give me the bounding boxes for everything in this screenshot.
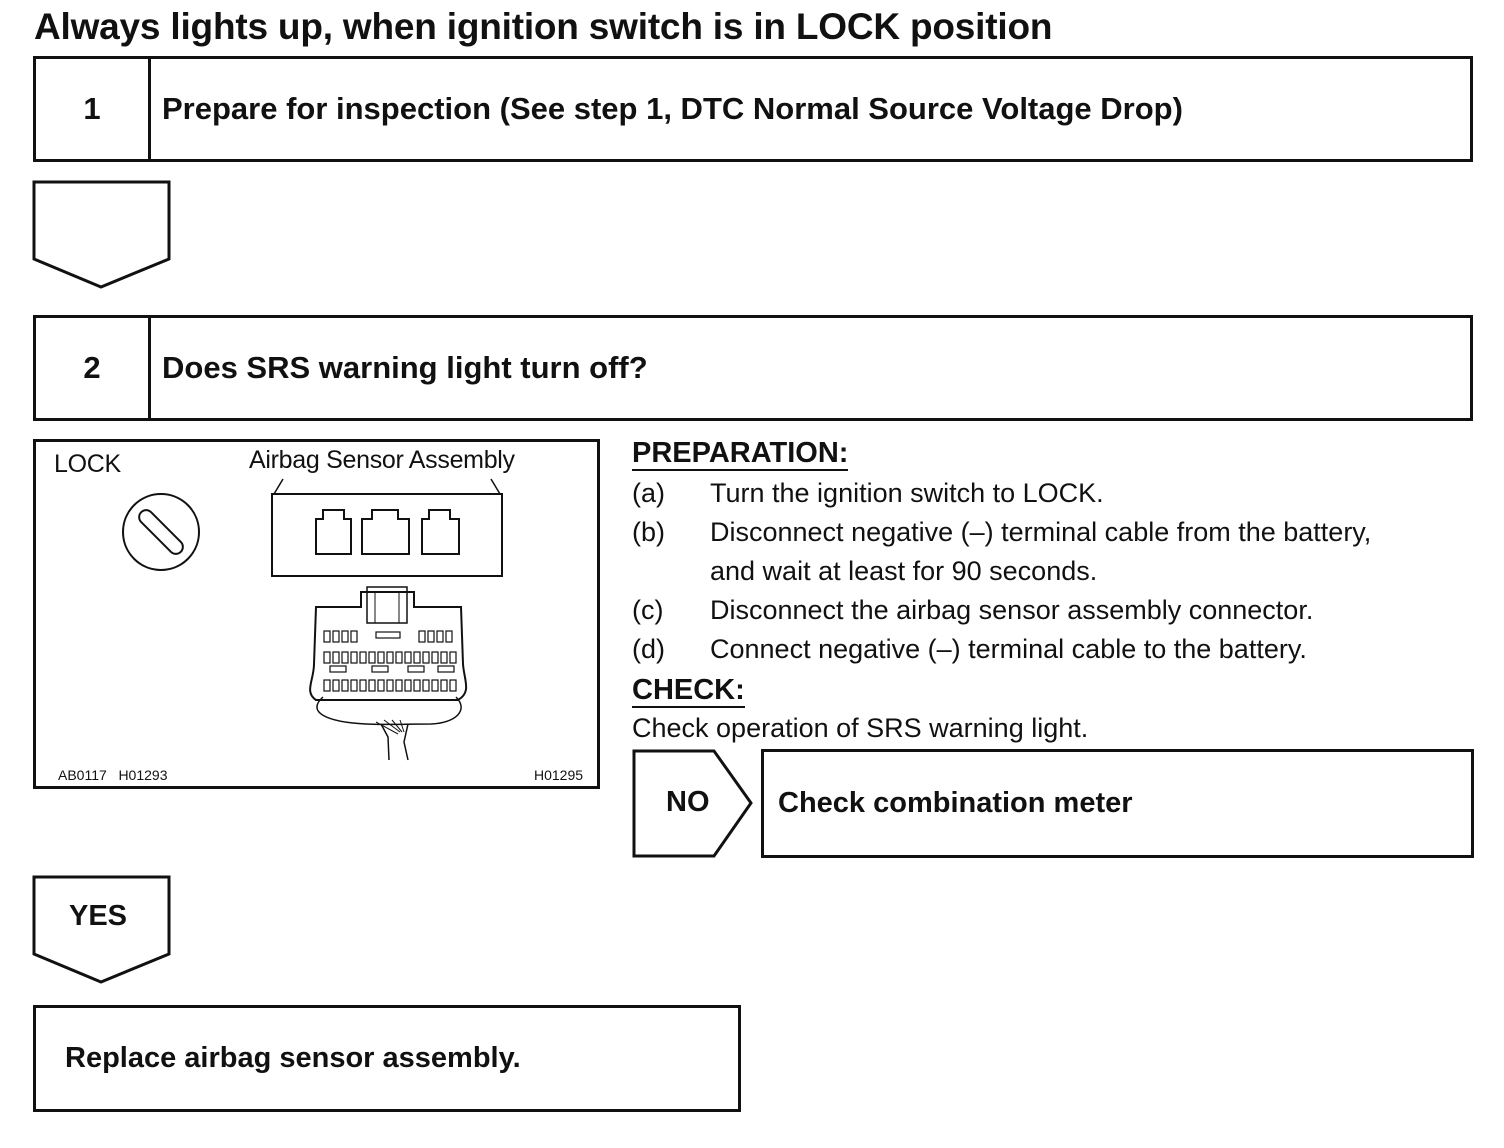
connector-pin [449, 679, 457, 692]
connector-latch [437, 665, 455, 673]
connector-pin [350, 651, 358, 664]
check-text: Check operation of SRS warning light. [632, 713, 1089, 743]
connector-pin [386, 651, 394, 664]
step-1-box: 1 Prepare for inspection (See step 1, DT… [33, 56, 1473, 162]
connector-pin [377, 651, 385, 664]
flow-arrow-icon [32, 180, 171, 289]
prep-text: and wait at least for 90 seconds. [710, 556, 1098, 586]
connector-pin [440, 679, 448, 692]
connector-pin [368, 651, 376, 664]
no-result-box: Check combination meter [761, 749, 1474, 858]
connector-pin [422, 679, 430, 692]
prep-item-d: (d) Connect negative (–) terminal cable t… [632, 630, 1492, 669]
step-2-text: Does SRS warning light turn off? [162, 350, 648, 385]
figure-code-right: H01295 [534, 767, 584, 783]
no-arrow-icon [632, 749, 753, 858]
connector-pin [323, 651, 331, 664]
connector-pin [377, 679, 385, 692]
connector-pin [422, 651, 430, 664]
step-1-text: Prepare for inspection (See step 1, DTC … [162, 91, 1183, 126]
sensor-assembly-icon [271, 493, 503, 577]
prep-text: Disconnect negative (–) terminal cable f… [710, 517, 1372, 547]
page-title: Always lights up, when ignition switch i… [34, 6, 1053, 47]
connector-pin [395, 679, 403, 692]
connector-pin [341, 679, 349, 692]
preparation-heading: PREPARATION: [632, 437, 849, 471]
check-heading: CHECK: [632, 674, 745, 708]
connector-pin [436, 630, 444, 643]
yes-label: YES [69, 900, 128, 932]
prep-text: Connect negative (–) terminal cable to t… [710, 634, 1307, 664]
no-label: NO [666, 786, 710, 818]
yes-arrow-icon [32, 875, 171, 984]
connector-pin [431, 679, 439, 692]
step-1-number: 1 [36, 59, 151, 159]
preparation-section: PREPARATION: (a) Turn the ignition switch… [632, 436, 1492, 748]
connector-pin [413, 679, 421, 692]
connector-pin [449, 651, 457, 664]
prep-text: Disconnect the airbag sensor assembly co… [710, 595, 1314, 625]
prep-letter: (d) [632, 634, 665, 664]
connector-latch [371, 665, 389, 673]
figure-code-left: AB0117 H01293 [58, 767, 168, 783]
yes-result-text: Replace airbag sensor assembly. [65, 1042, 521, 1074]
airbag-sensor-assembly-label: Airbag Sensor Assembly [249, 446, 515, 474]
connector-pin [418, 630, 426, 643]
connector-pin [431, 651, 439, 664]
prep-item-b-cont: and wait at least for 90 seconds. [632, 552, 1492, 591]
connector-pin [332, 651, 340, 664]
connector-pin [359, 679, 367, 692]
connector-pin [395, 651, 403, 664]
connector-pin [404, 651, 412, 664]
connector-pin [427, 630, 435, 643]
connector-pin [386, 679, 394, 692]
connector-figure: LOCK Airbag Sensor Assembly [33, 439, 600, 789]
connector-pin [440, 651, 448, 664]
lock-label: LOCK [54, 450, 121, 478]
step-2-number: 2 [36, 318, 151, 418]
connector-latch [407, 665, 425, 673]
connector-pin [350, 630, 358, 643]
connector-pin [332, 679, 340, 692]
connector-pin [332, 630, 340, 643]
connector-latch [329, 665, 347, 673]
connector-pin [368, 679, 376, 692]
connector-pin [404, 679, 412, 692]
connector-plug-icon [309, 586, 468, 761]
connector-pin [350, 679, 358, 692]
connector-pin [323, 679, 331, 692]
connector-pin [341, 630, 349, 643]
no-result-text: Check combination meter [778, 787, 1133, 819]
connector-pin [323, 630, 331, 643]
yes-result-box: Replace airbag sensor assembly. [33, 1005, 741, 1112]
prep-item-a: (a) Turn the ignition switch to LOCK. [632, 474, 1492, 513]
connector-pin [413, 651, 421, 664]
connector-pin [359, 651, 367, 664]
prep-item-c: (c) Disconnect the airbag sensor assembly… [632, 591, 1492, 630]
ignition-lock-icon [122, 493, 200, 571]
prep-letter: (b) [632, 517, 665, 547]
prep-item-b: (b) Disconnect negative (–) terminal cabl… [632, 513, 1492, 552]
connector-pin [341, 651, 349, 664]
prep-letter: (a) [632, 478, 665, 508]
prep-letter: (c) [632, 595, 664, 625]
step-2-box: 2 Does SRS warning light turn off? [33, 315, 1473, 421]
airbag-connector-diagram [122, 478, 503, 761]
prep-text: Turn the ignition switch to LOCK. [710, 478, 1104, 508]
connector-pin [445, 630, 453, 643]
